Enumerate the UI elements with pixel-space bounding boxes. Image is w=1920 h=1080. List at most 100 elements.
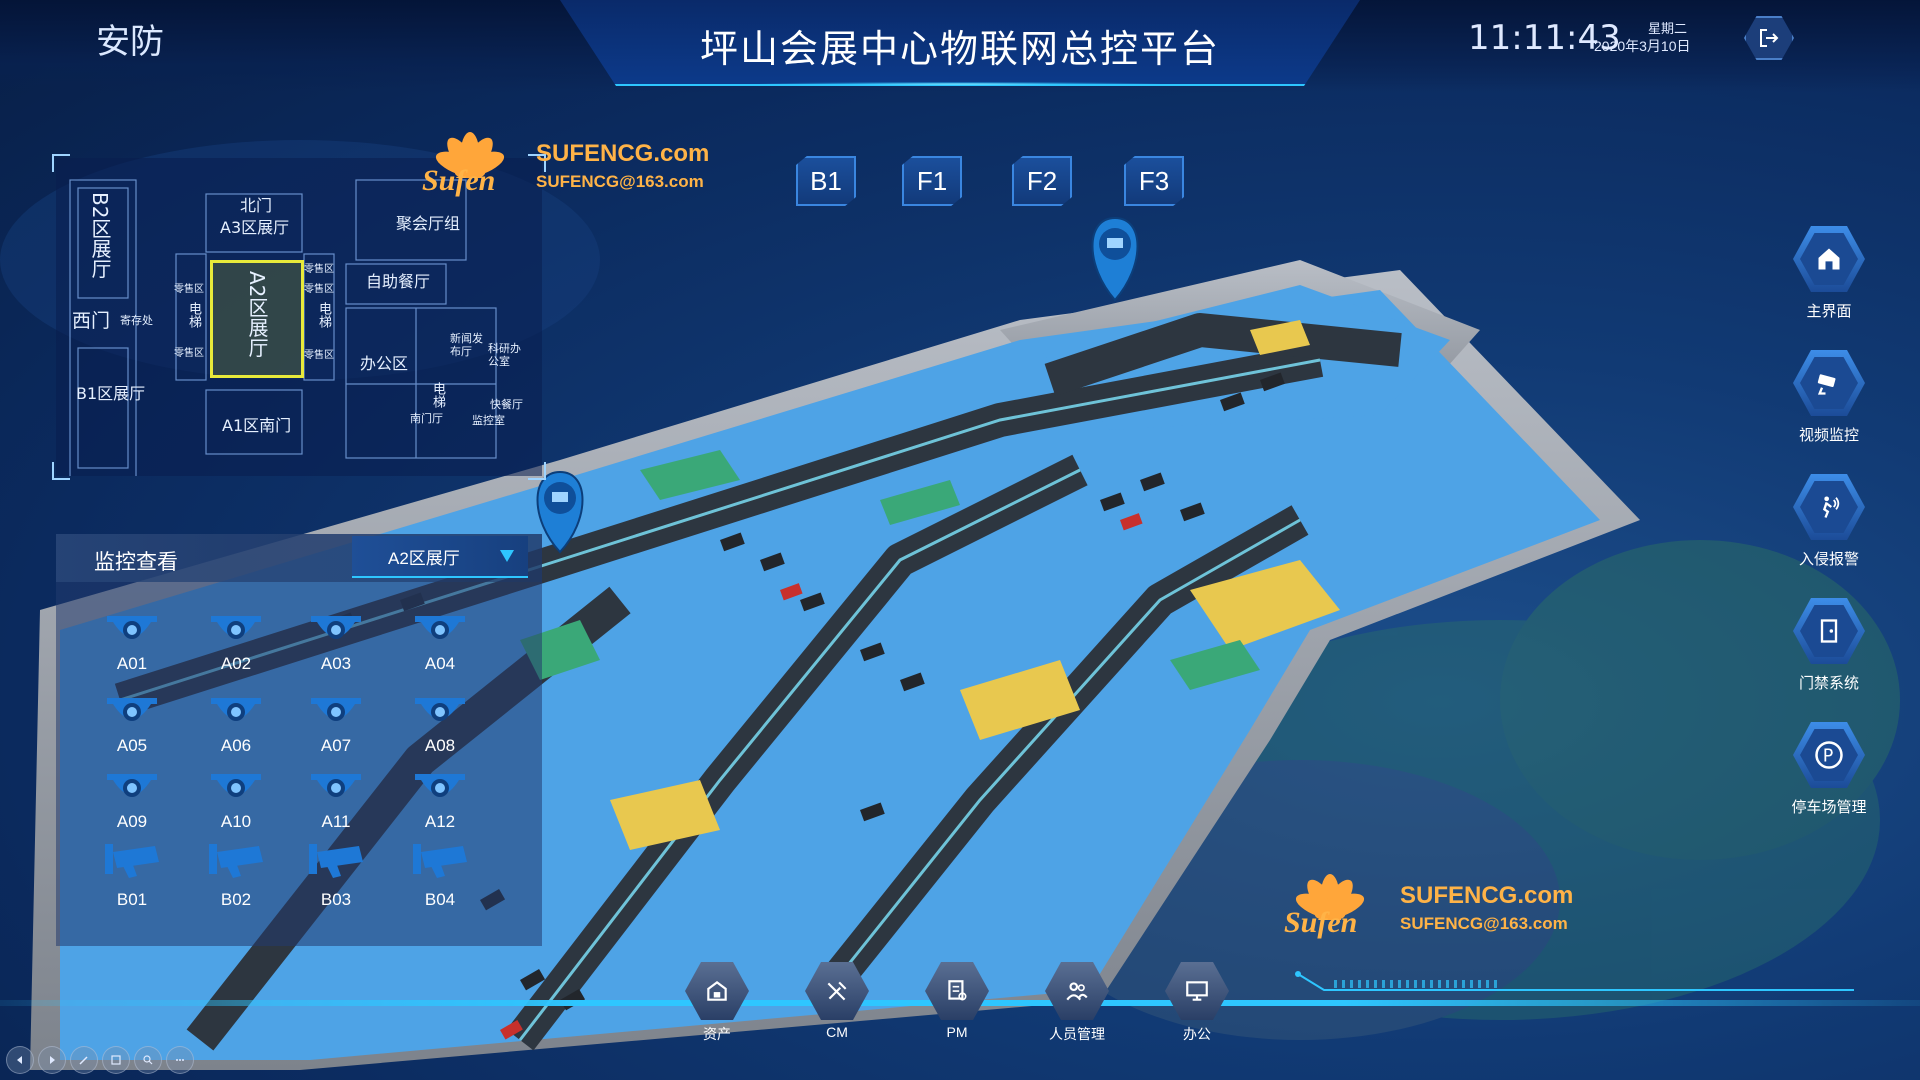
camera-pin-north[interactable] bbox=[1091, 216, 1139, 302]
nav-label: 停车场管理 bbox=[1791, 799, 1867, 816]
nav-intrusion[interactable]: 入侵报警 bbox=[1784, 474, 1874, 578]
fp-corner bbox=[528, 154, 546, 172]
fp-label-retail: 零售区 bbox=[304, 264, 334, 275]
section-title: 安防 bbox=[96, 23, 164, 61]
caret-down-icon bbox=[500, 550, 514, 562]
floor-plan-minimap[interactable]: B2区展厅 北门 A3区展厅 聚会厅组 自助餐厅 西门 寄存处 零售区 零售区 … bbox=[52, 154, 546, 480]
camera-a04[interactable]: A04 bbox=[400, 602, 480, 676]
zoom-button[interactable] bbox=[134, 1046, 162, 1074]
camera-label: B01 bbox=[116, 890, 148, 909]
slides-button[interactable] bbox=[102, 1046, 130, 1074]
clock-weekday: 星期二 bbox=[1648, 21, 1688, 36]
dock-label: CM bbox=[826, 1024, 848, 1040]
pen-icon bbox=[79, 1056, 88, 1065]
camera-label: B03 bbox=[320, 890, 352, 909]
asset-icon bbox=[707, 980, 727, 1001]
cctv-icon bbox=[1817, 374, 1836, 395]
prev-button[interactable] bbox=[6, 1046, 34, 1074]
watermark-brand: SUFENCG.com bbox=[536, 140, 710, 167]
watermark-brand: SUFENCG.com bbox=[1400, 882, 1574, 909]
camera-a08[interactable]: A08 bbox=[400, 684, 480, 758]
camera-label: A08 bbox=[424, 736, 456, 755]
camera-b01[interactable]: B01 bbox=[92, 838, 172, 912]
camera-a05[interactable]: A05 bbox=[92, 684, 172, 758]
people-icon bbox=[1066, 982, 1088, 1001]
camera-label: A02 bbox=[220, 654, 252, 673]
floor-tab-f1[interactable]: F1 bbox=[902, 156, 962, 206]
camera-a11[interactable]: A11 bbox=[296, 760, 376, 834]
fp-label-buffet: 自助餐厅 bbox=[366, 272, 431, 291]
camera-a01[interactable]: A01 bbox=[92, 602, 172, 676]
bullet-camera-icon bbox=[209, 844, 263, 878]
camera-a09[interactable]: A09 bbox=[92, 760, 172, 834]
nav-access[interactable]: 门禁系统 bbox=[1784, 598, 1874, 702]
nav-hex bbox=[1793, 474, 1865, 540]
monitor-icon bbox=[1186, 981, 1208, 1001]
camera-a03[interactable]: A03 bbox=[296, 602, 376, 676]
camera-a10[interactable]: A10 bbox=[196, 760, 276, 834]
watermark-email: SUFENCG@163.com bbox=[1400, 914, 1568, 933]
dock-hex bbox=[685, 962, 749, 1020]
title-plate bbox=[560, 0, 1360, 86]
parking-icon: P bbox=[1815, 741, 1843, 769]
camera-label: A01 bbox=[116, 654, 148, 673]
camera-label: B02 bbox=[220, 890, 252, 909]
floor-tab-f2[interactable]: F2 bbox=[1012, 156, 1072, 206]
dock-label: 办公 bbox=[1183, 1026, 1211, 1042]
camera-a07[interactable]: A07 bbox=[296, 684, 376, 758]
document-icon bbox=[948, 980, 967, 1001]
dock-hex bbox=[925, 962, 989, 1020]
tools-icon bbox=[827, 981, 847, 1001]
logout-button[interactable] bbox=[1744, 16, 1794, 60]
camera-label: A03 bbox=[320, 654, 352, 673]
fp-label-retail: 零售区 bbox=[304, 284, 334, 295]
camera-b02[interactable]: B02 bbox=[196, 838, 276, 912]
fp-label-south-gate: 南门厅 bbox=[410, 412, 443, 425]
dock-people[interactable]: 人员管理 bbox=[1032, 962, 1122, 1052]
bullet-camera-icon bbox=[309, 844, 363, 878]
floor-tab-b1[interactable]: B1 bbox=[796, 156, 856, 206]
dock-office[interactable]: 办公 bbox=[1152, 962, 1242, 1052]
fp-label-a2: A2区展厅 bbox=[245, 271, 269, 358]
dock-hex bbox=[1165, 962, 1229, 1020]
next-button[interactable] bbox=[38, 1046, 66, 1074]
monitor-title: 监控查看 bbox=[94, 551, 178, 574]
camera-label: A09 bbox=[116, 812, 148, 831]
zoom-icon bbox=[143, 1055, 153, 1065]
camera-label: A12 bbox=[424, 812, 456, 831]
dock-asset[interactable]: 资产 bbox=[672, 962, 762, 1052]
zone-select[interactable]: A2区展厅 bbox=[352, 536, 528, 578]
camera-b04[interactable]: B04 bbox=[400, 838, 480, 912]
nav-video[interactable]: 视频监控 bbox=[1784, 350, 1874, 454]
nav-hex bbox=[1793, 350, 1865, 416]
camera-label: A11 bbox=[321, 812, 351, 831]
camera-a06[interactable]: A06 bbox=[196, 684, 276, 758]
alarm-icon bbox=[1822, 496, 1840, 518]
flower-logo-icon bbox=[435, 132, 505, 178]
fp-label-retail: 零售区 bbox=[174, 348, 204, 359]
floor-tab-f3[interactable]: F3 bbox=[1124, 156, 1184, 206]
more-button[interactable] bbox=[166, 1046, 194, 1074]
dome-camera-icon bbox=[415, 774, 465, 797]
camera-a02[interactable]: A02 bbox=[196, 602, 276, 676]
nav-parking[interactable]: P 停车场管理 bbox=[1784, 722, 1874, 826]
pen-button[interactable] bbox=[70, 1046, 98, 1074]
fp-label-retail: 零售区 bbox=[304, 350, 334, 361]
camera-pin-a2[interactable] bbox=[536, 470, 584, 554]
camera-label: A06 bbox=[220, 736, 252, 755]
dock-pm[interactable]: PM bbox=[912, 962, 1002, 1052]
camera-a12[interactable]: A12 bbox=[400, 760, 480, 834]
nav-hex-inner bbox=[1800, 357, 1858, 409]
fp-a2-highlight[interactable]: A2区展厅 bbox=[210, 260, 304, 378]
dome-camera-icon bbox=[107, 774, 157, 797]
fp-label-office: 办公区 bbox=[360, 354, 409, 373]
dock-label: 资产 bbox=[703, 1026, 731, 1042]
dome-camera-icon bbox=[107, 616, 157, 639]
dock-cm[interactable]: CM bbox=[792, 962, 882, 1052]
nav-home[interactable]: 主界面 bbox=[1784, 226, 1874, 330]
title-glow bbox=[760, 82, 1160, 86]
watermark-script: Sufen bbox=[422, 164, 496, 197]
camera-b03[interactable]: B03 bbox=[296, 838, 376, 912]
